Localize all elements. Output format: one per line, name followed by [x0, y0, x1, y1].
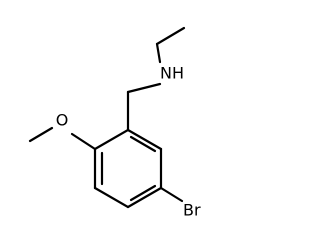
ring-bond-c3-c4	[126, 186, 163, 209]
ring-bond-c6-c1	[93, 128, 130, 151]
ring-double-bond-c1-c2	[129, 135, 157, 153]
bond-oxygen-to-methyl	[28, 126, 54, 143]
bond-ring-to-bromine	[159, 186, 184, 203]
ring-bond-c4-c5	[93, 186, 130, 209]
nitrogen-atom-label: NH	[160, 64, 184, 83]
bond-ring-to-oxygen	[70, 132, 97, 151]
molecule-structure-diagram: NH O Br	[28, 26, 201, 220]
ring-bond-c1-c2	[126, 128, 163, 151]
oxygen-atom-label: O	[56, 111, 69, 130]
bond-ethyl-to-nitrogen	[155, 42, 162, 64]
bond-nitrogen-to-ch2	[126, 82, 162, 94]
ring-double-bond-c3-c4	[129, 184, 157, 202]
bromine-atom-label: Br	[183, 201, 201, 220]
bond-ethyl-terminal	[155, 26, 186, 46]
